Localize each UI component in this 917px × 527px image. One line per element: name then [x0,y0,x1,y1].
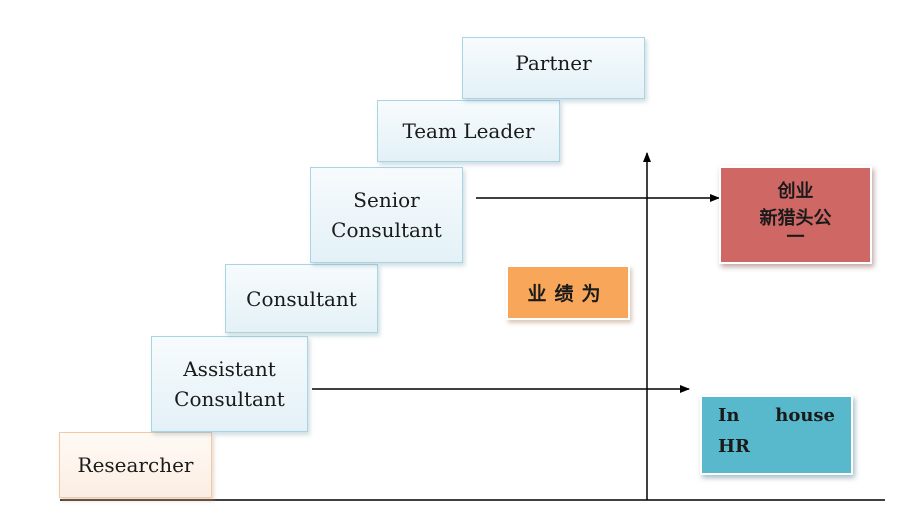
startup-label-line2: 新猎头公 [759,208,832,229]
step-consultant: Consultant [225,264,378,333]
step-partner-label: Partner [515,51,592,75]
performance-label: 业绩为 [527,283,609,305]
inhouse-hr-word-hr: HR [718,436,750,457]
step-researcher-label: Researcher [77,453,194,477]
step-assistant-consultant-line2: Consultant [174,387,285,411]
step-assistant-consultant: Assistant Consultant [151,336,308,432]
step-senior-consultant-line2: Consultant [331,218,442,242]
step-partner: Partner [462,37,645,99]
performance-label-box: 业绩为 [506,265,630,320]
startup-label-box: 创业 新猎头公 一 [719,166,872,264]
inhouse-hr-label-box: In house HR [700,395,853,475]
inhouse-hr-word-in: In [718,405,740,426]
startup-label-line3: 一 [786,227,805,248]
step-researcher: Researcher [59,432,212,498]
step-consultant-label: Consultant [246,286,357,311]
step-team-leader-label: Team Leader [402,119,535,143]
step-assistant-consultant-line1: Assistant [183,357,276,381]
startup-label-line1: 创业 [777,181,814,202]
inhouse-hr-word-house: house [775,405,835,426]
step-senior-consultant-line1: Senior [353,188,420,212]
step-senior-consultant: Senior Consultant [310,167,463,263]
step-team-leader: Team Leader [377,100,560,162]
